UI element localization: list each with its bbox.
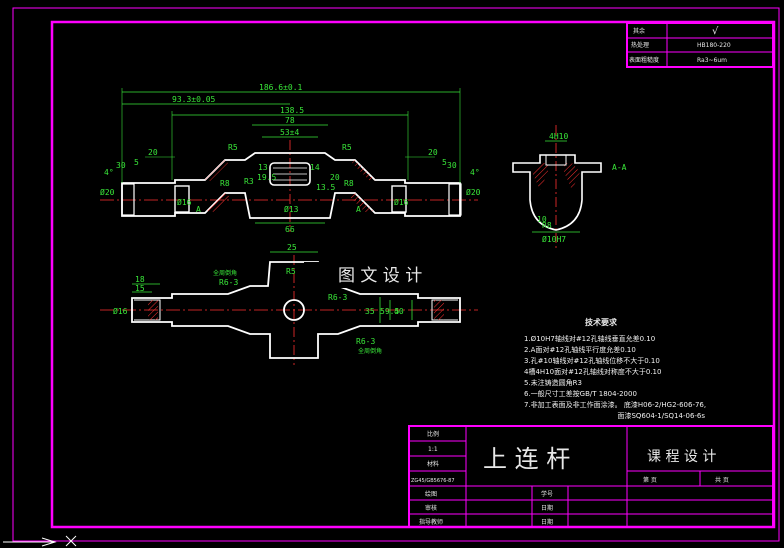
tb-part-name: 上 连 杆 [483,445,570,473]
dim-front-5: 20 [148,148,158,157]
dim-front-23: A [196,205,201,214]
dim-front-16: 13.5 [316,183,335,192]
tech-line-7: 7.非加工表面及非工作面涂漆。 底漆H06-2/HG2-606-76, [524,400,706,409]
outer-border [12,7,780,542]
dim-section-3: 10 [537,215,547,224]
dim-top-7: 35 [365,307,375,316]
dim-front-21: 4° [104,168,114,177]
tb-scale-value: 1:1 [428,446,438,453]
tech-line-5: 5.未注铸造圆角R3 [524,378,582,387]
tech-line-6: 6.一般尺寸工差按GB/T 1804-2000 [524,389,637,398]
top-label-0: 全周倒角 [213,269,237,277]
dim-front-17: 19.5 [257,173,276,182]
dim-front-7: 30 [116,161,126,170]
tb-drawn-label: 绘图 [425,490,437,498]
dim-top-0: 25 [287,243,297,252]
tb-scale-label: 比例 [427,430,439,438]
watermark: 图 文 设 计 [338,266,422,286]
tb-sheet-b: 共 页 [715,476,729,484]
dim-front-29: Ø20 [100,187,115,197]
dim-front-4: 53±4 [280,128,299,137]
dim-top-5: R6-3 [356,337,375,346]
dim-front-24: A [356,205,361,214]
top-view: 25 R5 18 15 R6-3 R6-3 R6-3 35 59.5 40 Ø1… [100,243,478,365]
tech-title: 技术要求 [585,317,618,327]
dim-front-14: Ø16 [177,197,192,207]
dim-front-19: 5 [134,158,139,167]
table-r1-label: 其余 [633,27,645,35]
table-r1-value: √ [712,26,719,37]
table-r2-value: HB180-220 [697,42,731,49]
top-label-1: 全周倒角 [358,347,382,355]
dim-front-27: 13 [258,163,268,172]
tech-line-2: 2.A面对#12孔轴线平行度允差0.10 [524,345,636,354]
tb-teacher-label: 指导教师 [419,518,443,526]
tech-line-1: 1.Ø10H7轴线对#12孔轴线垂直允差0.10 [524,334,655,343]
dim-front-11: R3 [244,177,254,186]
dim-front-10: R5 [342,143,352,152]
tb-material-label: 材料 [427,460,439,468]
table-r2-label: 热处理 [631,41,649,49]
tech-line-3: 3.孔#10轴线对#12孔轴线位移不大于0.10 [524,356,660,365]
tb-course: 课 程 设 计 [647,449,716,465]
dim-front-13: Ø13 [284,204,299,214]
tech-line-4: 4槽4H10面对#12孔轴线对称度不大于0.10 [524,367,661,376]
tb-sheet-a: 第 页 [643,476,657,484]
dim-top-10: Ø16 [113,306,128,316]
dim-front-18: 20 [330,173,340,182]
dim-top-2: 18 [135,275,145,284]
dim-front-2: 138.5 [280,106,304,115]
dim-section-0: 4H10 [549,132,568,141]
tech-line-8: 面漆SQ604-1/SQ14-06-6s [524,411,705,420]
surface-table: 其余 √ 热处理 HB180-220 表面粗糙度 Ra3~6um [626,22,774,68]
dim-top-8: 59.5 [380,307,399,316]
dim-front-20: 5 [442,158,447,167]
section-view: 4H10 A-A R8 10 Ø10H7 [512,125,627,250]
dim-section-4: Ø10H7 [542,234,566,244]
dim-front-30: Ø20 [466,187,481,197]
table-r3-label: 表面粗糙度 [629,56,659,64]
dim-front-12: 66 [285,225,295,234]
dim-front-8: 30 [447,161,457,170]
ucs-icon [3,535,77,547]
dim-front-25: R8 [220,179,230,188]
dim-section-2: R8 [542,221,552,230]
tb-date-label-1: 日期 [541,504,553,512]
dim-front-1: 93.3±0.05 [172,95,216,104]
dim-top-9: 40 [394,307,404,316]
tb-review-label: 审核 [425,504,437,512]
dim-top-1: R5 [286,267,296,276]
table-r3-value: Ra3~6um [697,57,727,64]
tb-material-value: ZG45/GB5676-87 [411,478,455,484]
dim-top-3: 15 [135,284,145,293]
tb-date-label-2: 日期 [541,518,553,526]
dim-top-4: R6-3 [219,278,238,287]
dim-section-1: A-A [612,163,627,172]
dim-front-9: R5 [228,143,238,152]
dim-front-3: 78 [285,116,295,125]
tb-id-label: 学号 [541,490,553,498]
title-block: 比例 1:1 材料 ZG45/GB5676-87 上 连 杆 课 程 设 计 第… [408,425,774,528]
dim-front-0: 186.6±0.1 [259,83,303,92]
dim-front-6: 20 [428,148,438,157]
front-view: 186.6±0.1 93.3±0.05 138.5 78 53±4 20 20 … [100,83,481,234]
dim-front-28: 14 [310,163,320,172]
dim-front-26: R8 [344,179,354,188]
dim-top-6: R6-3 [328,293,347,302]
technical-requirements: 技术要求 1.Ø10H7轴线对#12孔轴线垂直允差0.10 2.A面对#12孔轴… [524,317,706,420]
dim-front-22: 4° [470,168,480,177]
dim-front-15: Ø16 [394,197,409,207]
